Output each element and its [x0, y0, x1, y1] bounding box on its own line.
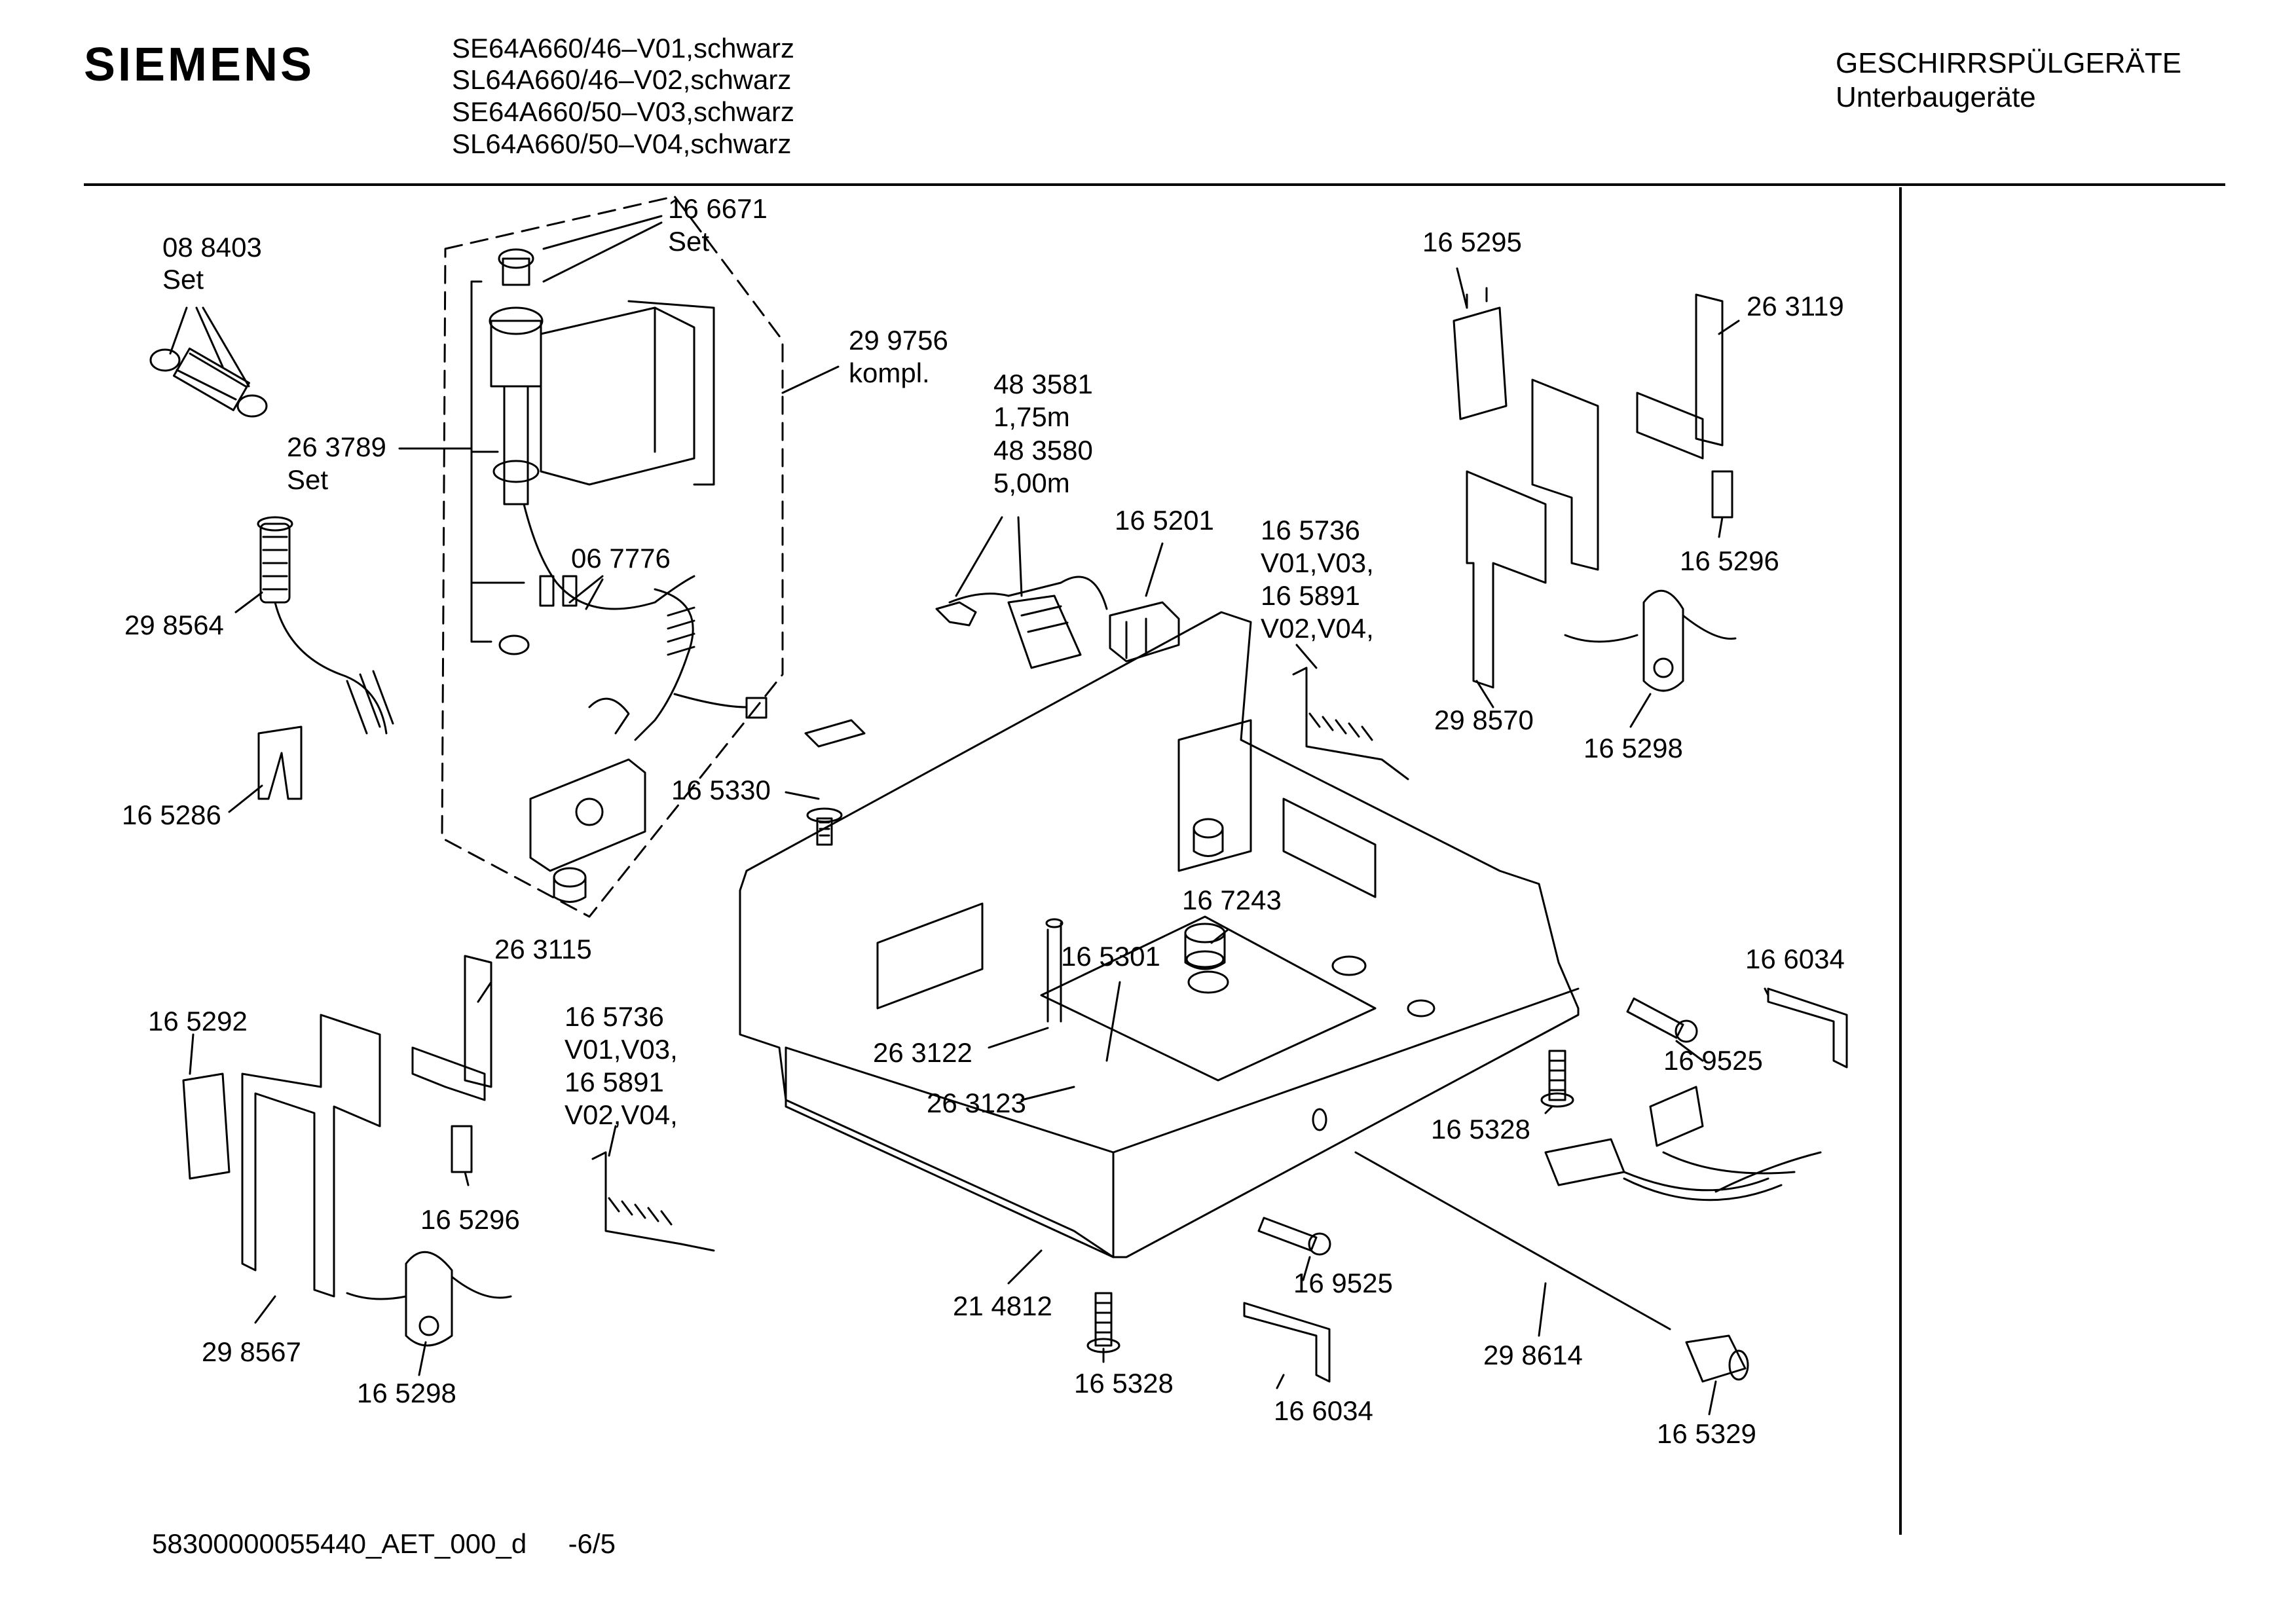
part-label: 16 5891: [1261, 580, 1360, 611]
part-label-note: Set: [668, 226, 710, 257]
bracket-263119: [1636, 293, 1724, 460]
category-title: GESCHIRRSPÜLGERÄTE: [1836, 47, 2182, 79]
part-label: 16 6034: [1745, 943, 1845, 974]
part-label: 26 3789: [287, 431, 386, 462]
leader-lines: [169, 215, 1769, 1416]
document-footer: 58300000055440_AET_000_d -6/5: [152, 1528, 616, 1560]
part-label-note: V02,V04,: [565, 1099, 678, 1130]
part-label: 16 5292: [148, 1006, 248, 1036]
part-label: 21 4812: [953, 1291, 1052, 1321]
mains-cable: [935, 576, 1108, 669]
rod-298614: [1354, 1151, 1671, 1330]
base-tub: [739, 611, 1580, 1258]
cable-harness-right: [1292, 667, 1409, 780]
part-label: 16 5286: [122, 799, 221, 830]
screw-165330: [804, 719, 866, 846]
terminal-block: [1109, 601, 1180, 663]
part-label: 16 5736: [1261, 515, 1360, 545]
part-label: 16 7243: [1182, 885, 1282, 915]
bracket-298570: [1466, 378, 1599, 689]
kit-bracket-line: [470, 280, 525, 643]
page-number: -6/5: [568, 1528, 616, 1559]
part-label-note: 5,00m: [993, 467, 1070, 498]
part-label: 29 8567: [202, 1336, 301, 1367]
valve-kit-dashed-boundary: [441, 195, 784, 918]
bolt-169525-left: [1257, 1217, 1331, 1256]
bracket-165295: [1453, 287, 1508, 420]
part-label: 16 5201: [1115, 505, 1214, 536]
part-label: 48 3581: [993, 369, 1093, 399]
model-line-4: SL64A660/50–V04,schwarz: [452, 128, 792, 159]
part-label: 16 5296: [420, 1204, 520, 1235]
part-label: 26 3119: [1747, 291, 1844, 321]
part-label: 26 3122: [873, 1037, 972, 1068]
part-label: 16 5328: [1431, 1114, 1530, 1145]
float-cups: [1184, 923, 1226, 970]
part-label-note: Set: [287, 464, 329, 495]
inlet-valve-assembly: [489, 248, 715, 505]
part-label: 16 5328: [1074, 1368, 1174, 1399]
part-label: 26 3123: [927, 1088, 1026, 1118]
part-label: 26 3115: [494, 934, 592, 964]
part-label-note: V01,V03,: [565, 1034, 678, 1065]
sensor-165298-right: [1564, 589, 1737, 692]
part-label: 48 3580: [993, 435, 1093, 466]
valve-wiring: [498, 503, 768, 741]
connector-166034-left: [1243, 1302, 1331, 1383]
document-id: 58300000055440_AET_000_d: [152, 1528, 527, 1559]
screw-165328-left: [1086, 1292, 1120, 1353]
part-label: 29 8614: [1483, 1340, 1583, 1370]
part-label: 16 9525: [1293, 1268, 1393, 1298]
part-label: 16 5298: [357, 1378, 456, 1408]
part-label: 29 9756: [849, 325, 948, 356]
part-label: 16 5329: [1657, 1418, 1756, 1449]
part-label: 16 5736: [565, 1001, 664, 1032]
brand-logo: SIEMENS: [84, 39, 315, 91]
side-rule: [1899, 187, 1902, 1535]
part-label: 16 5298: [1583, 733, 1683, 763]
connector-166034-right: [1767, 987, 1848, 1069]
valve-bracket: [529, 758, 646, 903]
part-label: 16 5891: [565, 1067, 664, 1097]
part-label: 16 6671: [668, 193, 768, 224]
header-rule: [84, 183, 2225, 186]
part-label: 29 8564: [124, 610, 224, 640]
part-label: 16 5301: [1061, 941, 1160, 972]
model-line-2: SL64A660/46–V02,schwarz: [452, 64, 792, 95]
part-label: 16 5296: [1680, 545, 1779, 576]
model-line-1: SE64A660/46–V01,schwarz: [452, 33, 795, 64]
clip-165296-right: [1711, 470, 1733, 519]
part-label: 16 5295: [1422, 227, 1522, 257]
part-label: 16 9525: [1663, 1045, 1763, 1076]
clip-165296-left: [451, 1125, 473, 1173]
part-label: 16 5330: [671, 775, 771, 805]
end-cap-165329: [1685, 1334, 1749, 1383]
screw-165328-right: [1540, 1050, 1574, 1108]
clip-part: [257, 725, 303, 800]
bracket-165292: [182, 1072, 231, 1180]
wiring-harness-bottom-right: [1544, 1086, 1822, 1201]
bracket-298567: [241, 1014, 381, 1298]
part-label: 29 8570: [1434, 705, 1534, 735]
sensor-165298-left: [346, 1251, 512, 1347]
part-label-note: V01,V03,: [1261, 547, 1374, 578]
category-subtitle: Unterbaugeräte: [1836, 81, 2036, 113]
part-label-note: 1,75m: [993, 401, 1070, 432]
cable-harness-left: [591, 1151, 715, 1252]
part-label-note: V02,V04,: [1261, 613, 1374, 644]
part-label: 08 8403: [162, 232, 262, 263]
part-label-note: kompl.: [849, 357, 930, 388]
bolt-169525-right: [1626, 997, 1698, 1043]
corrugated-hose: [257, 516, 394, 735]
part-label-note: Set: [162, 264, 204, 295]
hose-clamp-set: [149, 347, 268, 418]
part-label: 16 6034: [1274, 1395, 1373, 1426]
model-line-3: SE64A660/50–V03,schwarz: [452, 96, 795, 127]
bracket-263115: [411, 955, 492, 1101]
part-label: 06 7776: [571, 543, 671, 574]
